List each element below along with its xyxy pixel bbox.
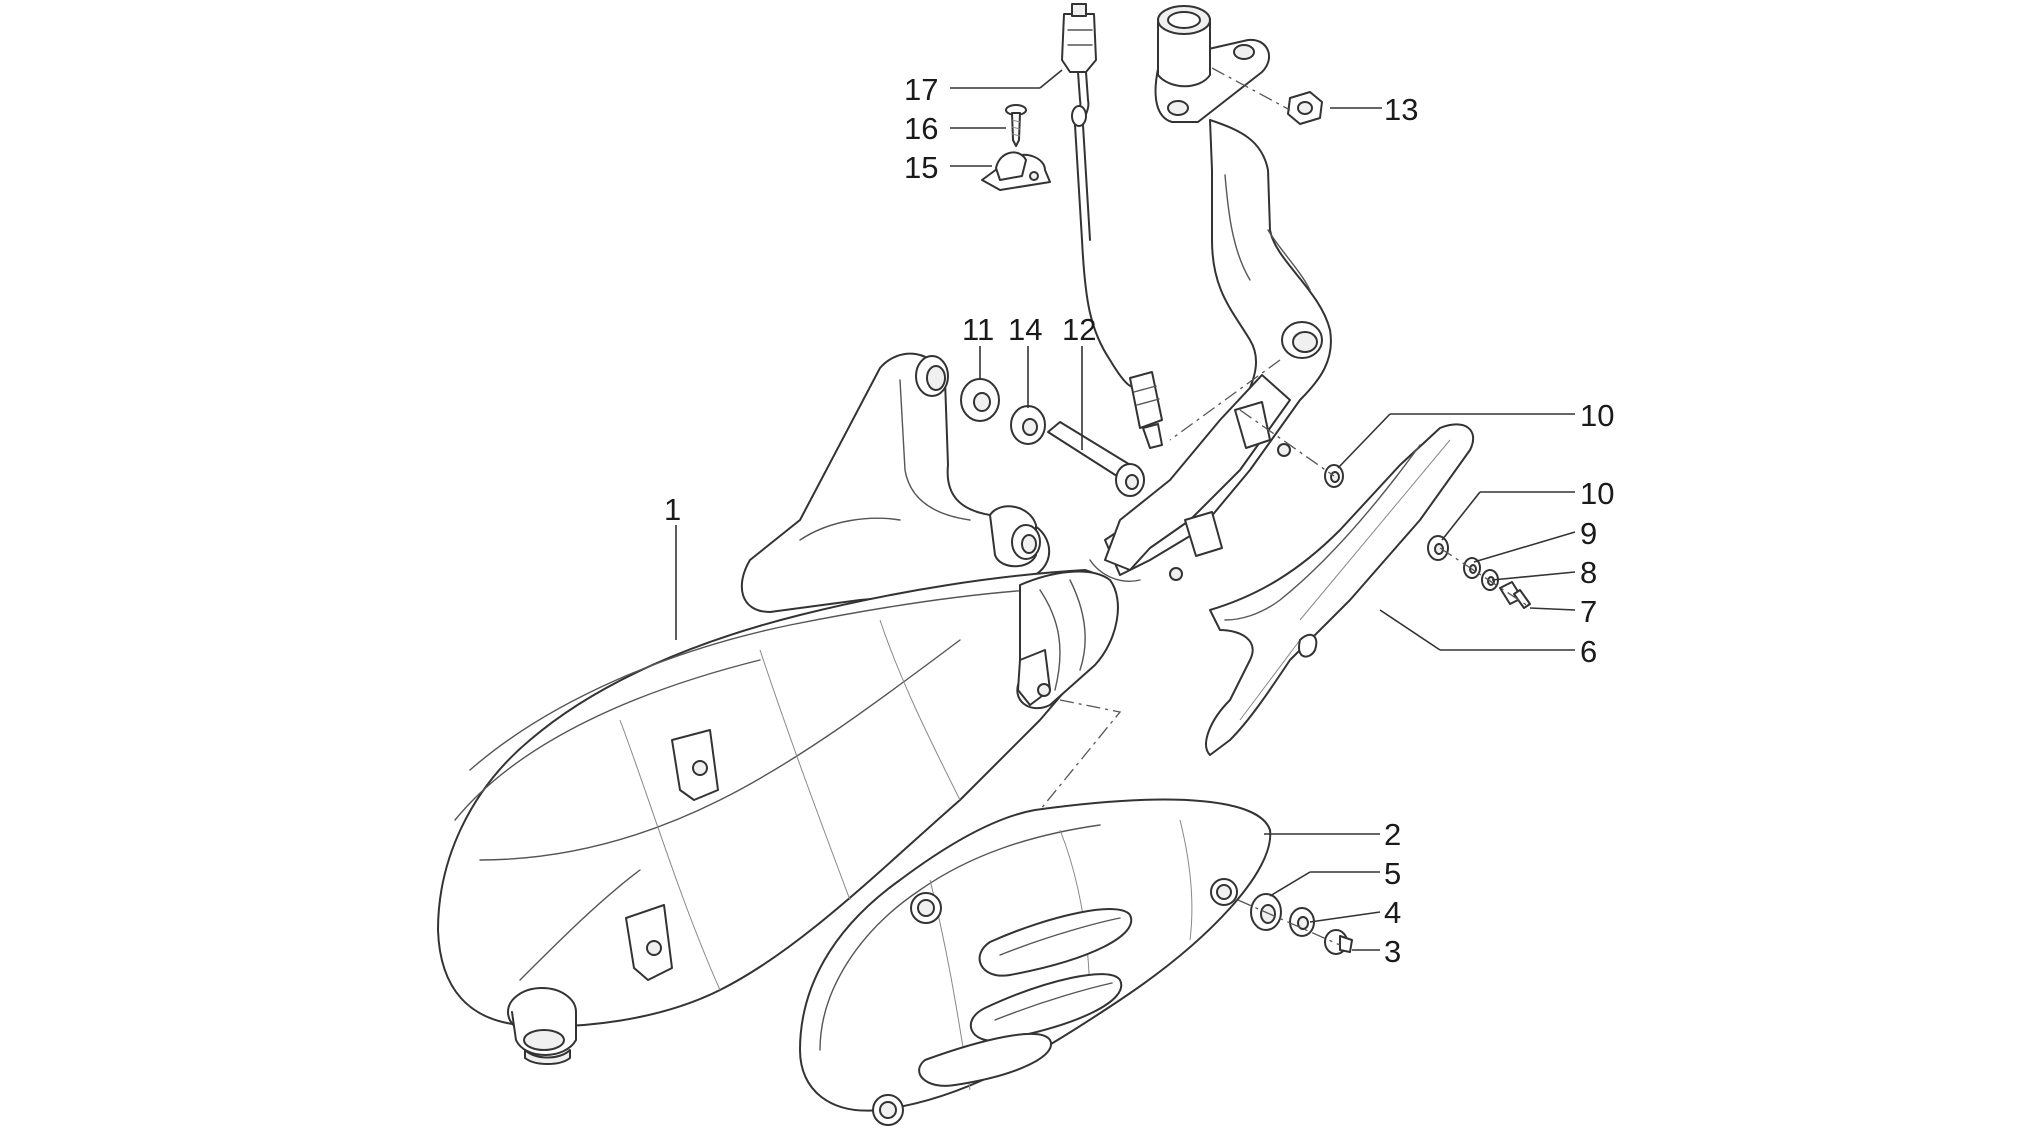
callout-8: 8 [1580,555,1597,590]
grommet-10-upper [1324,464,1344,488]
pipe-heat-guard [1205,423,1475,756]
screw-16 [1005,104,1027,147]
callout-12: 12 [1062,312,1096,347]
leader-lines [675,69,1576,951]
callout-10-lower: 10 [1580,476,1614,511]
muffler-heat-guard [799,798,1272,1126]
callout-11: 11 [962,312,994,347]
callout-16: 16 [904,111,938,146]
callout-13: 13 [1384,92,1418,127]
nut-13 [1287,91,1323,125]
callout-9: 9 [1580,516,1597,551]
mounting-bracket [740,352,1051,613]
exhaust-head-pipe [1089,5,1332,582]
grommet-10-lower [1427,535,1449,561]
washer-11 [960,378,1000,422]
callout-4: 4 [1384,895,1401,930]
screw-7 [1499,581,1531,609]
screw-3 [1324,929,1353,955]
washer-14 [1010,405,1046,445]
callout-14: 14 [1008,312,1042,347]
alignment-lines [1039,67,1529,946]
callouts: 1 2 3 4 5 6 7 8 9 10 10 11 12 13 14 15 1… [664,72,1614,969]
callout-2: 2 [1384,817,1401,852]
bolt-12 [1047,421,1145,497]
callout-17: 17 [904,72,938,107]
callout-15: 15 [904,150,938,185]
callout-3: 3 [1384,934,1401,969]
callout-1: 1 [664,492,681,527]
muffler-body [437,569,1119,1065]
callout-6: 6 [1580,634,1597,669]
callout-7: 7 [1580,594,1597,629]
lambda-sensor [1061,3,1163,449]
callout-5: 5 [1384,856,1401,891]
callout-10-upper: 10 [1580,398,1614,433]
clamp-15 [981,151,1051,191]
